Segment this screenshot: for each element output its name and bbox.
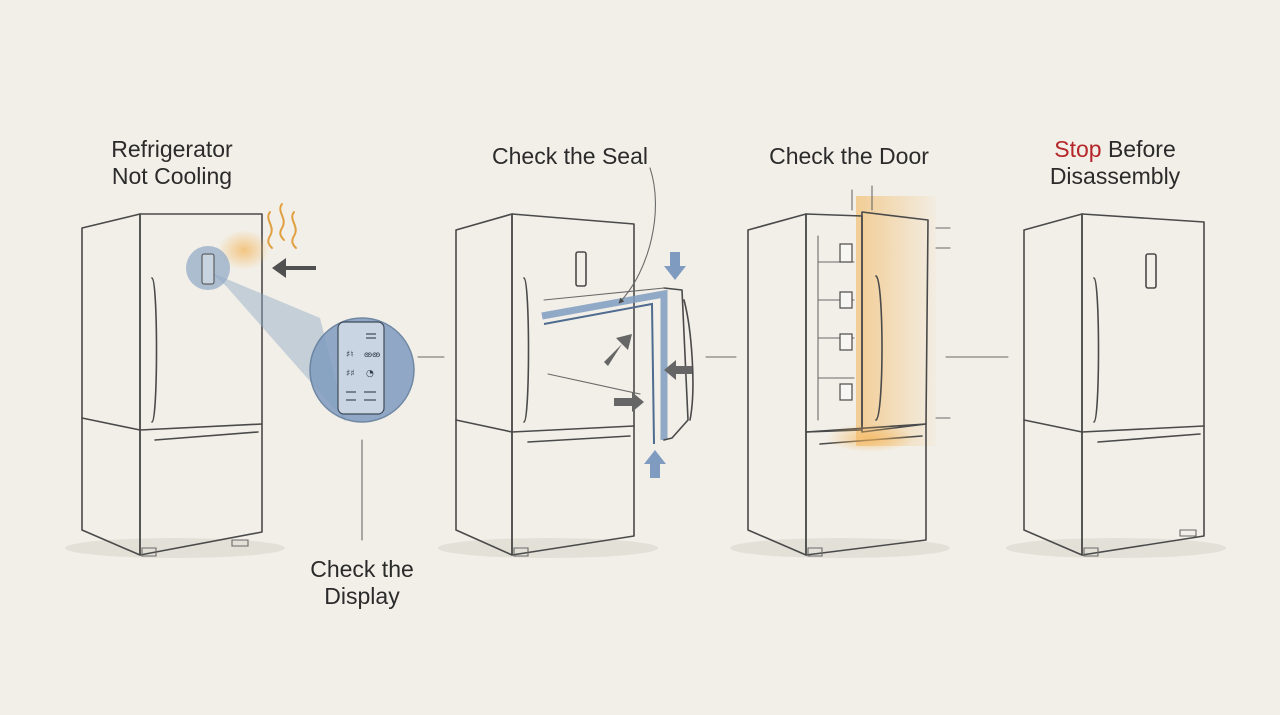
control-panel-icon: ♯♮ ꙭꙭ ♯♯ ◔ <box>337 321 385 415</box>
heat-glow <box>218 230 270 270</box>
svg-text:ꙭꙭ: ꙭꙭ <box>364 350 380 359</box>
refrigerator-icon <box>438 213 658 558</box>
refrigerator-icon <box>1006 213 1226 558</box>
arrow-icon <box>272 258 316 278</box>
label-line: Check the Seal <box>492 143 648 169</box>
magnifier-icon: ♯♮ ꙭꙭ ♯♯ ◔ <box>186 246 415 423</box>
step-label-door: Check the Door <box>748 143 950 170</box>
door-seal-highlight <box>541 287 694 445</box>
label-line: Check the <box>310 556 414 582</box>
step-label-display: Check the Display <box>272 556 452 610</box>
arrow-icon <box>604 334 692 412</box>
label-line: Disassembly <box>1049 163 1181 189</box>
heat-waves-icon <box>267 203 297 249</box>
step-label-seal: Check the Seal <box>470 143 670 170</box>
alignment-marks <box>851 185 951 419</box>
step-label-stop: Stop Before Disassembly <box>1020 136 1210 190</box>
svg-text:◔: ◔ <box>366 369 374 379</box>
label-line: Check the Door <box>769 143 929 169</box>
arrow-icon <box>618 167 656 304</box>
refrigerator-icon <box>730 196 950 558</box>
arrow-icon <box>644 252 686 478</box>
label-word: Before <box>1107 136 1176 162</box>
step-connectors <box>361 356 1009 541</box>
stop-word: Stop <box>1054 136 1102 162</box>
label-line: Display <box>324 583 400 609</box>
step-label-not-cooling: Refrigerator Not Cooling <box>86 136 258 190</box>
svg-text:♯♮: ♯♮ <box>346 350 354 360</box>
label-line: Not Cooling <box>111 163 233 189</box>
label-line: Refrigerator <box>111 136 233 162</box>
svg-text:♯♯: ♯♯ <box>346 369 355 379</box>
refrigerator-icon <box>65 213 285 558</box>
label-line: Stop Before <box>1020 136 1210 163</box>
